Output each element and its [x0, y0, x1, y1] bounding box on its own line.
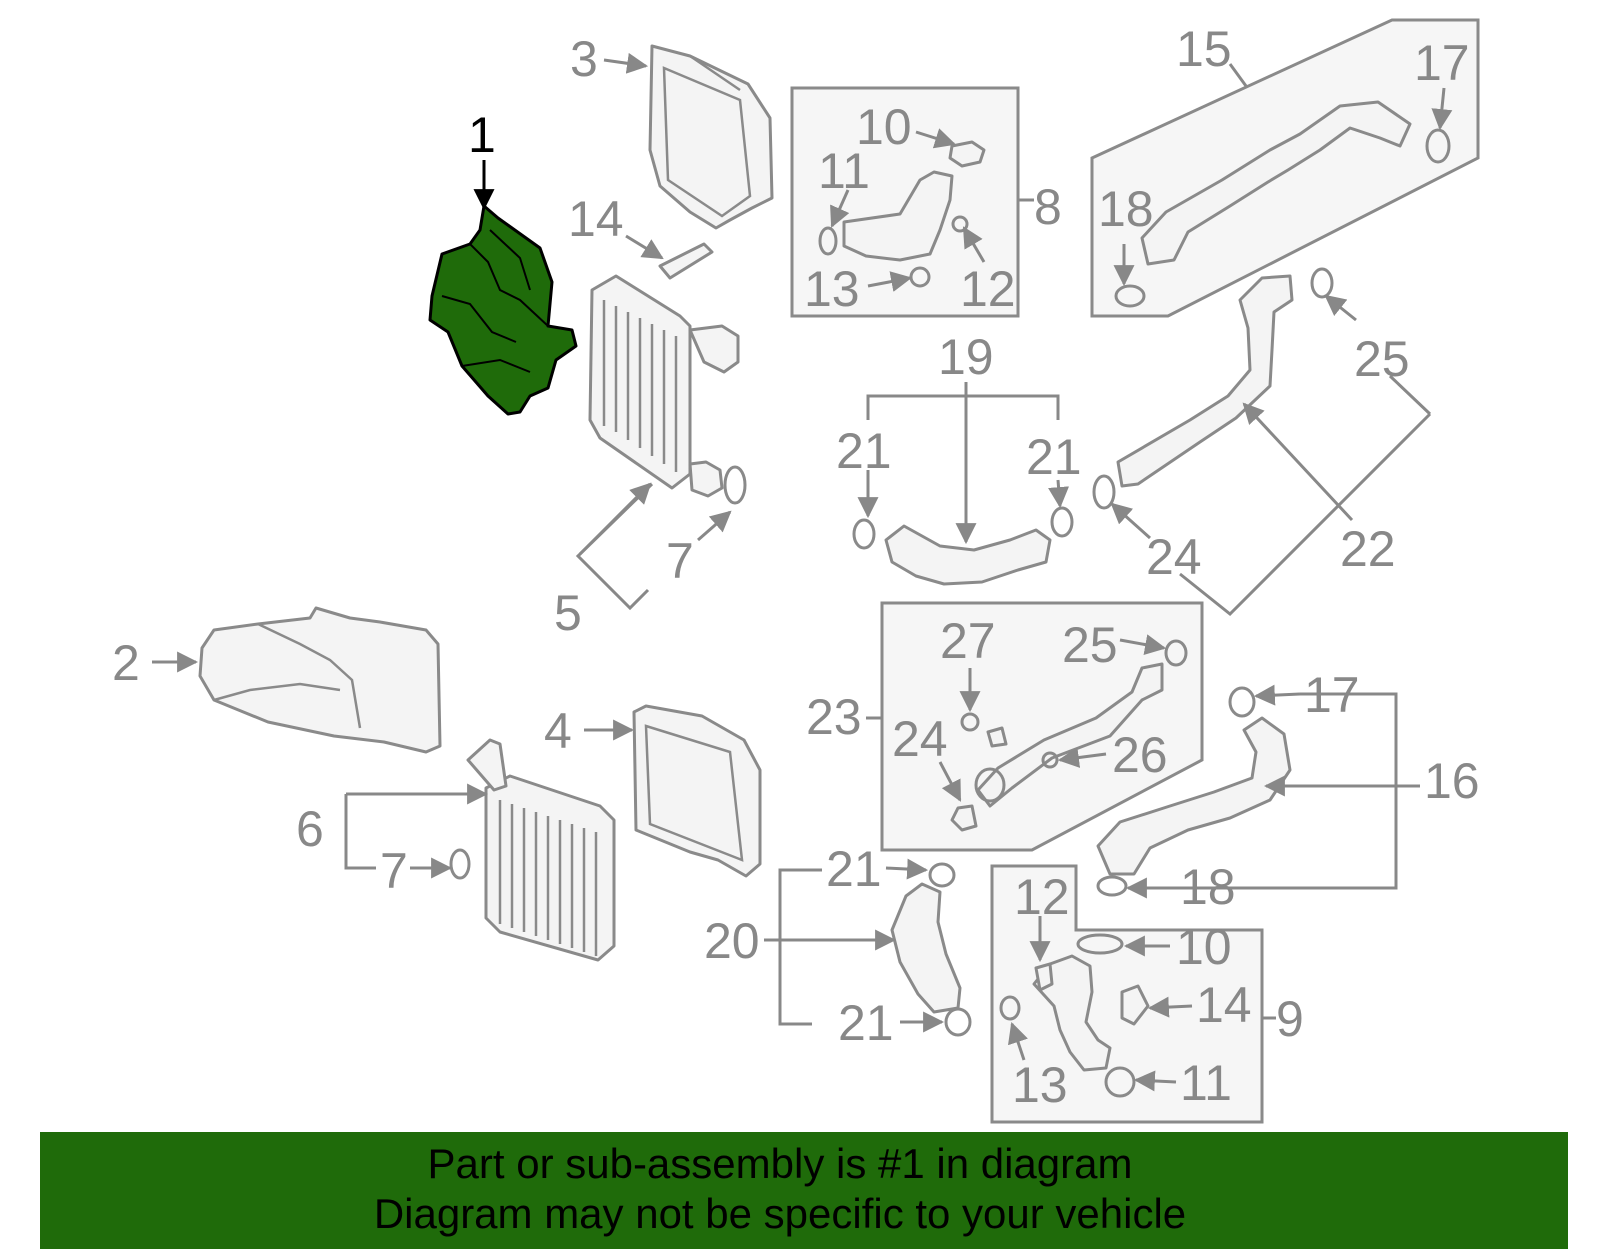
part-3-shroud — [648, 44, 774, 230]
leader-3 — [603, 52, 649, 74]
part-5-intercooler — [588, 274, 740, 498]
leader-22 — [1179, 412, 1432, 617]
callout-22: 22 — [1340, 521, 1396, 577]
part-7-ring-lower — [449, 848, 471, 880]
callout-24-upper: 24 — [1146, 529, 1202, 585]
leader-22-arrow — [1242, 402, 1354, 522]
leader-12-upper — [962, 226, 986, 263]
part-24-ring — [1092, 474, 1116, 510]
leader-6 — [344, 794, 376, 870]
leader-14 — [625, 234, 664, 260]
callout-9: 9 — [1276, 991, 1304, 1047]
callout-7-upper: 7 — [666, 533, 694, 589]
callout-21-bottom: 21 — [838, 995, 894, 1051]
callout-3: 3 — [570, 31, 598, 87]
part-22-pipe — [1116, 274, 1294, 488]
callout-6: 6 — [296, 801, 324, 857]
leader-20-bracket — [778, 868, 822, 1026]
callout-27: 27 — [940, 613, 996, 669]
callout-24-lower: 24 — [892, 711, 948, 767]
leader-17-lower — [1253, 684, 1301, 706]
part-6-intercooler — [466, 738, 616, 962]
callout-19: 19 — [938, 329, 994, 385]
leader-5-arrow — [578, 482, 652, 556]
part-20-hose — [890, 882, 962, 1014]
part-21-ring-top — [928, 862, 956, 888]
leader-7-upper — [697, 510, 732, 542]
part-16-hose — [1096, 716, 1292, 876]
callout-labels: 1 3 14 5 7 2 4 6 7 10 11 13 12 8 15 17 1… — [112, 21, 1480, 1113]
callout-20: 20 — [704, 913, 760, 969]
part-2-duct — [198, 606, 442, 754]
callout-17-upper: 17 — [1414, 35, 1470, 91]
leader-24-lower — [938, 761, 962, 802]
callout-11-upper: 11 — [818, 143, 870, 199]
callout-17-lower: 17 — [1304, 667, 1360, 723]
callout-12-lower: 12 — [1014, 869, 1070, 925]
banner-line-disclaimer: Diagram may not be specific to your vehi… — [373, 1190, 1187, 1237]
callout-14-upper: 14 — [568, 191, 624, 247]
part-4-shroud — [632, 704, 762, 878]
banner-line-part-info: Part or sub-assembly is #1 in diagram — [427, 1140, 1133, 1187]
callout-21-top: 21 — [826, 841, 882, 897]
part-19-hose — [884, 524, 1052, 586]
leader-14-lower — [1147, 996, 1193, 1018]
leader-22-top — [1388, 374, 1432, 416]
leader-13-upper — [867, 271, 913, 292]
leader-lines — [152, 52, 1453, 1092]
leader-21-right — [1048, 479, 1070, 509]
callout-4: 4 — [544, 703, 572, 759]
leader-21-top — [885, 858, 929, 880]
callout-5: 5 — [554, 585, 582, 641]
callout-10-lower: 10 — [1176, 919, 1232, 975]
callout-25-upper: 25 — [1354, 331, 1410, 387]
callout-11-lower: 11 — [1180, 1055, 1232, 1111]
leader-25-lower — [1119, 634, 1167, 655]
callout-8: 8 — [1034, 179, 1062, 235]
part-25-ring — [1310, 267, 1334, 299]
part-15-hose — [1140, 100, 1412, 266]
leader-17-upper — [1431, 87, 1453, 131]
leader-24-upper — [1110, 502, 1152, 540]
part-21-ring-bottom — [944, 1007, 972, 1037]
callout-18-upper: 18 — [1098, 181, 1154, 237]
leader-11-lower — [1133, 1070, 1177, 1092]
callout-2: 2 — [112, 635, 140, 691]
callout-18-lower: 18 — [1180, 859, 1236, 915]
part-21-ring-right — [1050, 506, 1074, 538]
part-14-bracket — [658, 242, 714, 280]
part-21-ring-left — [852, 518, 876, 550]
callout-12-upper: 12 — [960, 261, 1016, 317]
part-18-ring-lower — [1096, 875, 1128, 897]
callout-21-left: 21 — [836, 423, 892, 479]
part-7-ring-upper — [723, 465, 747, 505]
leader-19-bracket — [866, 394, 1060, 420]
notice-banner: Part or sub-assembly is #1 in diagram Di… — [40, 1132, 1568, 1249]
callout-15: 15 — [1176, 21, 1232, 77]
leader-16 — [1160, 692, 1398, 890]
part-9-assembly — [999, 933, 1150, 1098]
callout-25-lower: 25 — [1062, 617, 1118, 673]
callout-1: 1 — [468, 107, 496, 163]
callout-13-lower: 13 — [1012, 1057, 1068, 1113]
callout-16: 16 — [1424, 753, 1480, 809]
leader-11-upper — [830, 189, 850, 228]
leader-13-lower — [1008, 1022, 1028, 1061]
leader-15 — [1228, 63, 1248, 87]
callout-14-lower: 14 — [1196, 977, 1252, 1033]
part-17-ring-lower — [1228, 686, 1256, 718]
callout-21-right: 21 — [1026, 429, 1082, 485]
callout-23: 23 — [806, 689, 862, 745]
group-box-23 — [880, 601, 1204, 852]
part-23-assembly — [950, 639, 1188, 832]
leader-26 — [1057, 747, 1107, 768]
leader-10-upper — [915, 128, 957, 149]
callout-26: 26 — [1112, 727, 1168, 783]
part-1-air-duct[interactable] — [428, 204, 578, 416]
leader-25-upper — [1324, 294, 1357, 322]
callout-13-upper: 13 — [804, 261, 860, 317]
callout-7-lower: 7 — [380, 843, 408, 899]
callout-10-upper: 10 — [856, 99, 912, 155]
